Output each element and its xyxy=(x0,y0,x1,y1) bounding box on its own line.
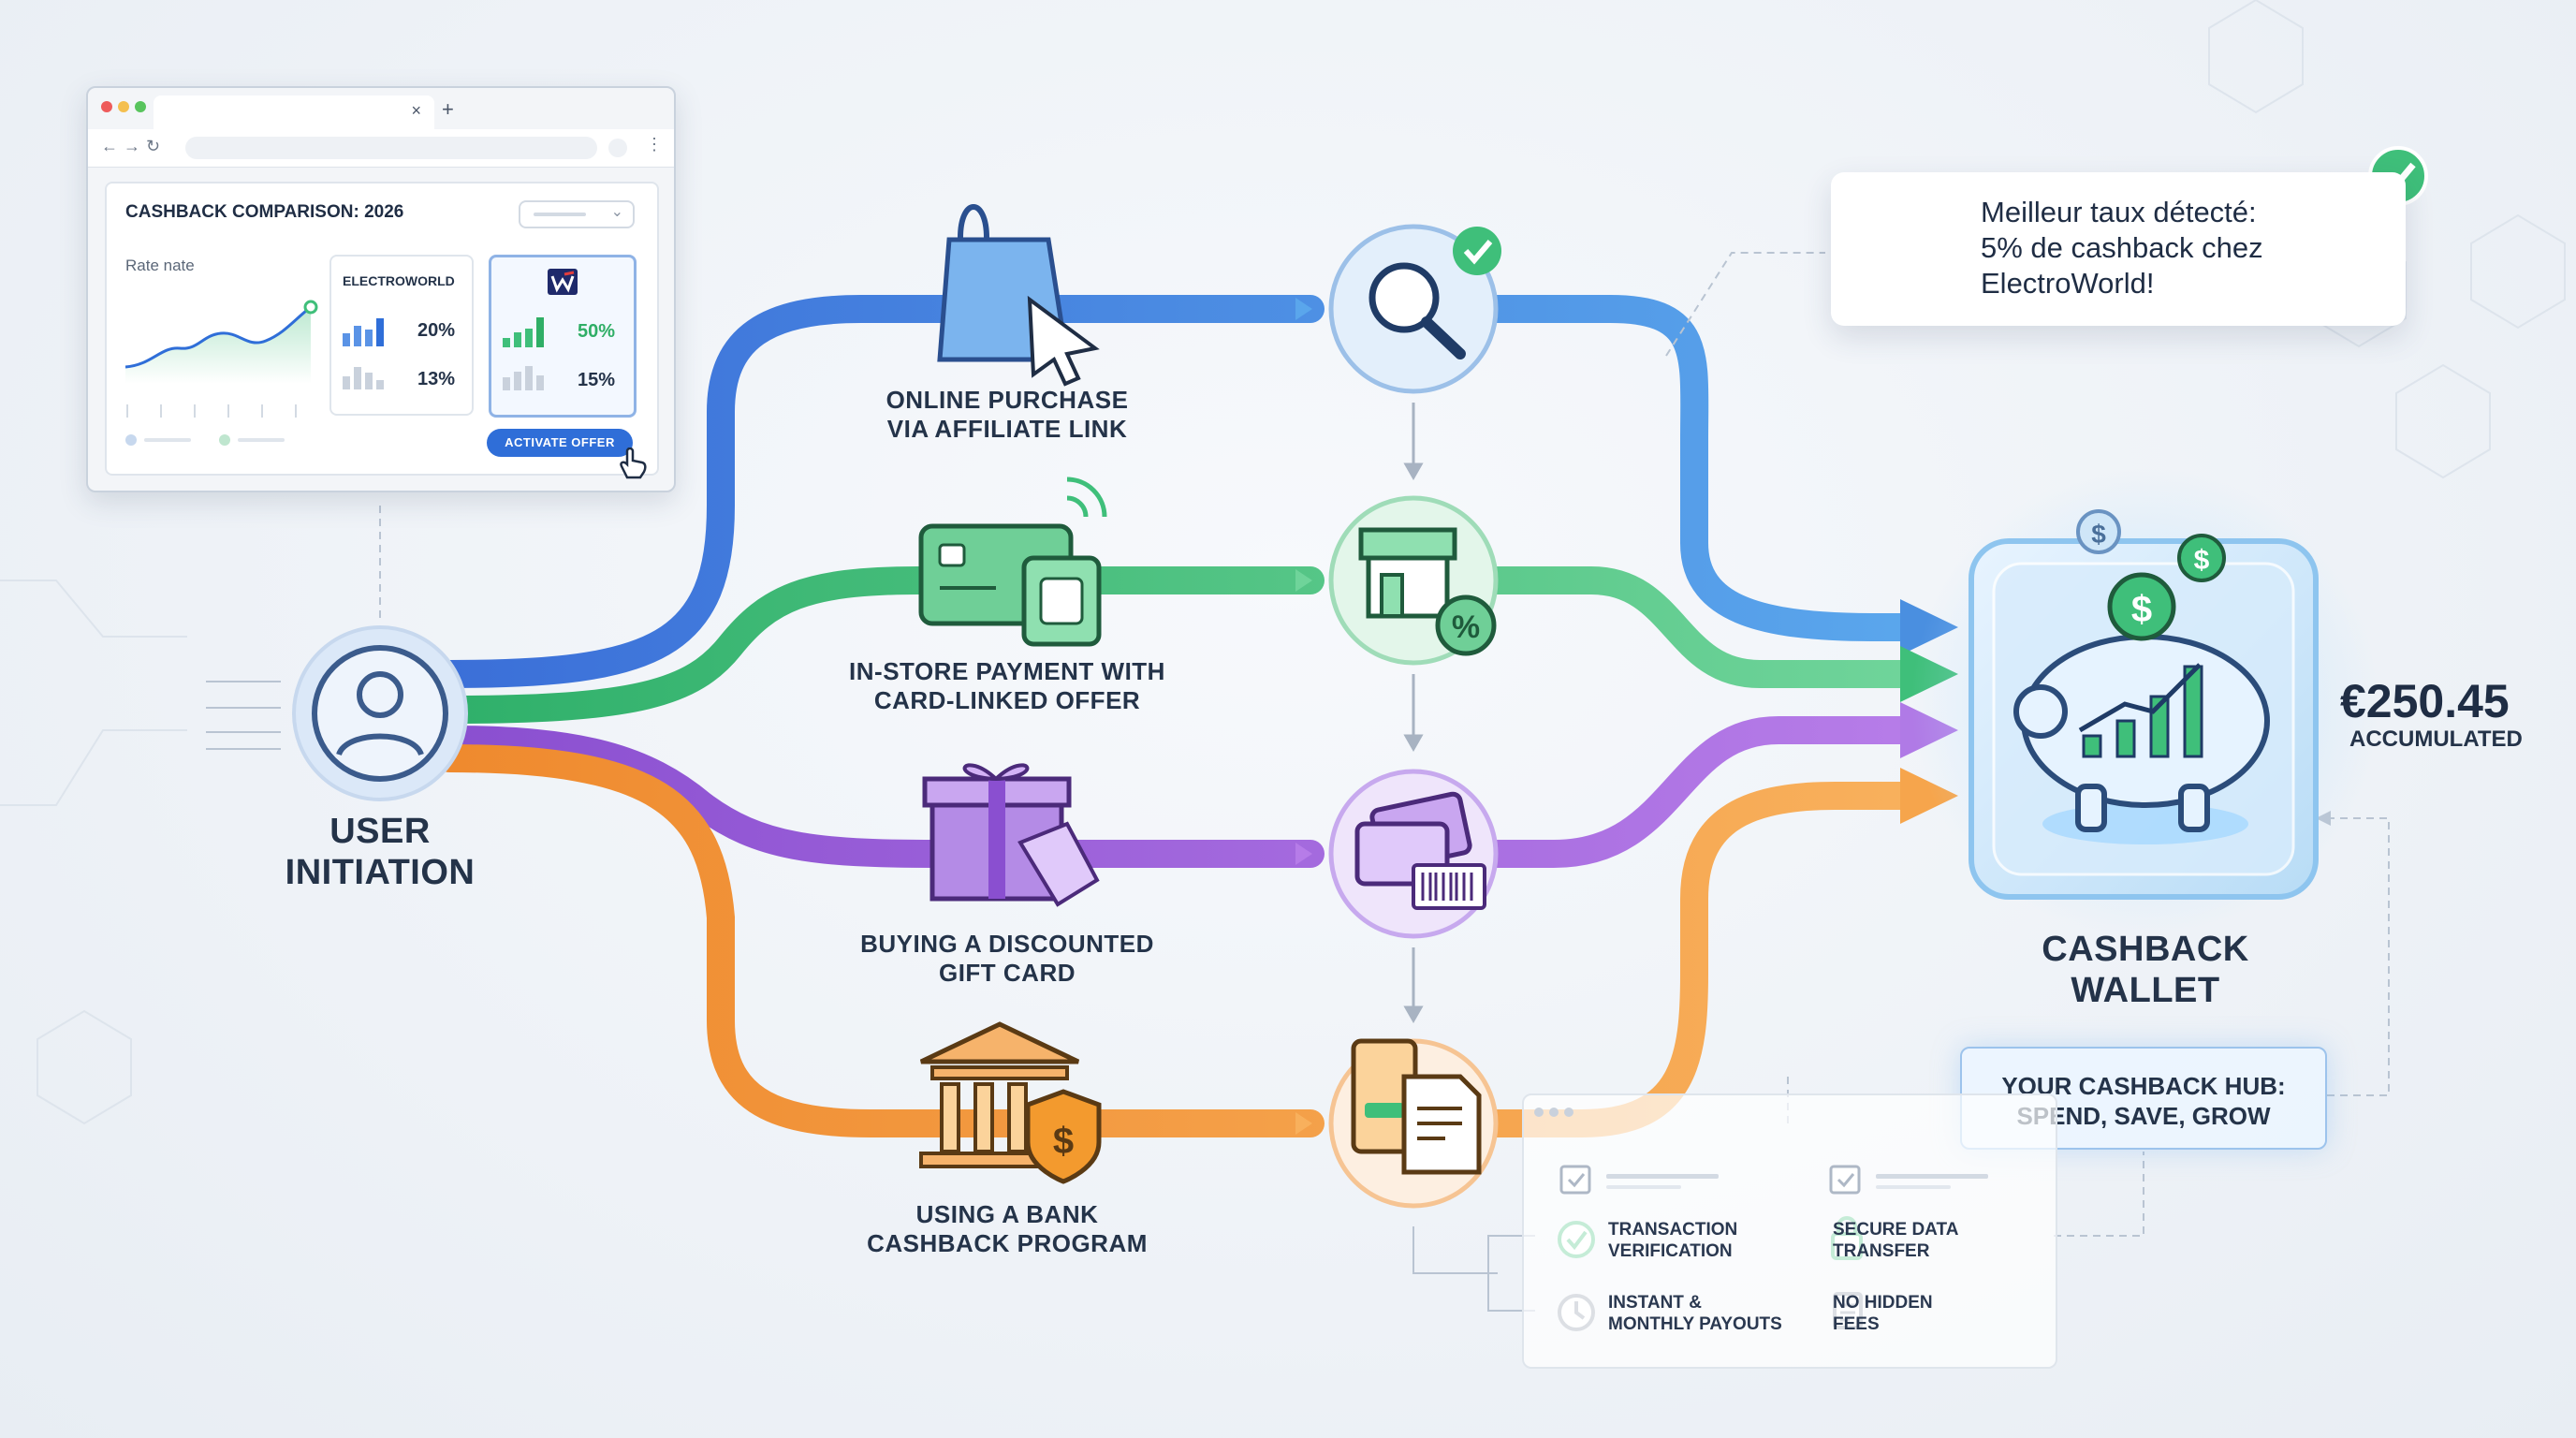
profile-icon[interactable] xyxy=(608,139,627,157)
browser-address-bar: ←→↻ ⋮ xyxy=(88,129,674,168)
path-bank-line2: CASHBACK PROGRAM xyxy=(867,1229,1148,1257)
user-label-line1: USER xyxy=(329,812,431,851)
url-field[interactable] xyxy=(185,137,597,159)
path-online-line1: ONLINE PURCHASE xyxy=(886,386,1129,414)
feature-3-line1: INSTANT & xyxy=(1608,1293,1702,1313)
maximize-window-dot[interactable] xyxy=(135,101,146,112)
path-instore-line1: IN-STORE PAYMENT WITH xyxy=(849,657,1165,685)
svg-text:$: $ xyxy=(1053,1121,1074,1162)
svg-text:%: % xyxy=(1452,609,1480,645)
svg-text:$: $ xyxy=(2091,520,2106,549)
notification-line2: 5% de cashback chez xyxy=(1981,231,2263,264)
path-giftcard-ribbon xyxy=(435,716,1914,868)
browser-tab[interactable]: × xyxy=(154,95,434,129)
new-tab-icon[interactable]: + xyxy=(442,97,454,121)
bar-chart-icon xyxy=(343,318,384,389)
feature-instant-monthly-payouts: INSTANT & MONTHLY PAYOUTS xyxy=(1608,1292,1782,1335)
flow-ribbons xyxy=(435,295,1914,1137)
user-label-line2: INITIATION xyxy=(285,853,476,892)
path-giftcard-line2: GIFT CARD xyxy=(938,959,1076,987)
path-instore-ribbon xyxy=(435,566,1914,724)
search-verification-hub xyxy=(1328,224,1501,394)
bank-building-icon: $ xyxy=(919,1021,1102,1184)
panel-title: CASHBACK COMPARISON: 2026 xyxy=(125,202,404,222)
period-dropdown[interactable]: ⌄ xyxy=(519,200,635,228)
store-name: ELECTROWORLD xyxy=(343,273,455,288)
offer-rate-1: 50% xyxy=(578,321,616,342)
notification-text: Meilleur taux détecté: 5% de cashback ch… xyxy=(1981,195,2393,301)
store-rate-1: 20% xyxy=(417,320,456,341)
path-label-instore: IN-STORE PAYMENT WITH CARD-LINKED OFFER xyxy=(820,657,1194,715)
path-bank-line1: USING A BANK xyxy=(915,1200,1099,1228)
user-initiation-label: USER INITIATION xyxy=(240,811,520,893)
gift-card-barcode-hub xyxy=(1328,769,1499,939)
hand-cursor-icon xyxy=(620,448,647,479)
bank-statement-hub xyxy=(1328,1038,1499,1209)
feature-2-line2: TRANSFER xyxy=(1833,1241,1930,1261)
path-label-online: ONLINE PURCHASE VIA AFFILIATE LINK xyxy=(820,386,1194,444)
close-window-dot[interactable] xyxy=(101,101,112,112)
path-label-bank: USING A BANK CASHBACK PROGRAM xyxy=(820,1200,1194,1258)
wallet-amount: €250.45 xyxy=(2340,675,2510,727)
dollar-coin-icon: $ $ $ xyxy=(2076,509,2226,641)
comparison-panel: CASHBACK COMPARISON: 2026 ⌄ Rate nate EL… xyxy=(105,182,659,479)
slider-dots xyxy=(125,434,285,446)
path-label-giftcard: BUYING A DISCOUNTED GIFT CARD xyxy=(820,930,1194,988)
feature-4-line1: NO HIDDEN xyxy=(1833,1293,1933,1313)
close-tab-icon[interactable]: × xyxy=(411,101,421,120)
rate-trend-chart xyxy=(124,300,318,418)
features-panel-header xyxy=(1534,1108,1988,1195)
feature-4-line2: FEES xyxy=(1833,1314,1880,1334)
cashback-wallet[interactable]: $ $ $ xyxy=(1911,468,2379,936)
dashed-guides xyxy=(1665,252,2390,1237)
feature-secure-data-transfer: SECURE DATA TRANSFER xyxy=(1833,1219,1958,1262)
hub-line2: SPEND, SAVE, GROW xyxy=(2016,1102,2271,1130)
features-panel: TRANSACTION VERIFICATION SECURE DATA TRA… xyxy=(1522,1093,2057,1369)
path-online-line2: VIA AFFILIATE LINK xyxy=(886,415,1128,443)
user-node[interactable] xyxy=(292,625,468,801)
best-offer-card[interactable]: 50% 15% xyxy=(489,255,637,418)
wallet-label-line2: WALLET xyxy=(2071,971,2220,1010)
feature-no-hidden-fees: NO HIDDEN FEES xyxy=(1833,1292,1933,1335)
activate-offer-button[interactable]: ACTIVATE OFFER xyxy=(487,429,633,457)
bar-chart-icon xyxy=(503,317,544,390)
store-logo-icon xyxy=(548,269,578,295)
rate-label: Rate nate xyxy=(125,257,195,274)
chevron-down-icon: ⌄ xyxy=(610,204,623,220)
background-hex-pattern xyxy=(0,0,2566,1125)
notification-line3: ElectroWorld! xyxy=(1981,267,2155,300)
wallet-label-line1: CASHBACK xyxy=(2042,930,2249,969)
store-discount-hub: % xyxy=(1328,495,1499,666)
svg-text:$: $ xyxy=(2194,545,2210,576)
features-connector xyxy=(1412,1226,1535,1312)
svg-text:$: $ xyxy=(2131,589,2152,630)
shopping-bag-icon xyxy=(937,204,1100,387)
feature-1-line1: TRANSACTION xyxy=(1608,1220,1738,1240)
feature-2-line1: SECURE DATA xyxy=(1833,1220,1959,1240)
gift-box-icon xyxy=(922,763,1100,907)
wallet-accumulated-label: ACCUMULATED xyxy=(2349,726,2523,752)
input-connectors xyxy=(206,506,381,750)
electroworld-card[interactable]: ELECTROWORLD 20% 13% xyxy=(329,255,474,416)
feature-transaction-verification: TRANSACTION VERIFICATION xyxy=(1608,1219,1737,1262)
offer-rate-2: 15% xyxy=(578,370,616,390)
menu-icon[interactable]: ⋮ xyxy=(646,135,663,154)
path-online-ribbon xyxy=(435,295,1914,688)
credit-card-icon xyxy=(918,477,1107,647)
browser-tab-bar: × + xyxy=(88,88,674,129)
minimize-window-dot[interactable] xyxy=(118,101,129,112)
cashback-comparison-browser: × + ←→↻ ⋮ CASHBACK COMPARISON: 2026 ⌄ Ra… xyxy=(86,86,676,492)
navigation-icons[interactable]: ←→↻ xyxy=(101,137,167,155)
feature-3-line2: MONTHLY PAYOUTS xyxy=(1608,1314,1782,1334)
path-instore-line2: CARD-LINKED OFFER xyxy=(873,686,1141,714)
feature-1-line2: VERIFICATION xyxy=(1608,1241,1733,1261)
cashback-wallet-label: CASHBACK WALLET xyxy=(1958,929,2333,1011)
path-giftcard-line1: BUYING A DISCOUNTED xyxy=(860,930,1154,958)
best-rate-notification[interactable]: Meilleur taux détecté: 5% de cashback ch… xyxy=(1831,172,2406,326)
notification-line1: Meilleur taux détecté: xyxy=(1981,196,2257,228)
store-rate-2: 13% xyxy=(417,369,456,389)
hub-connectors xyxy=(1403,403,1424,1024)
